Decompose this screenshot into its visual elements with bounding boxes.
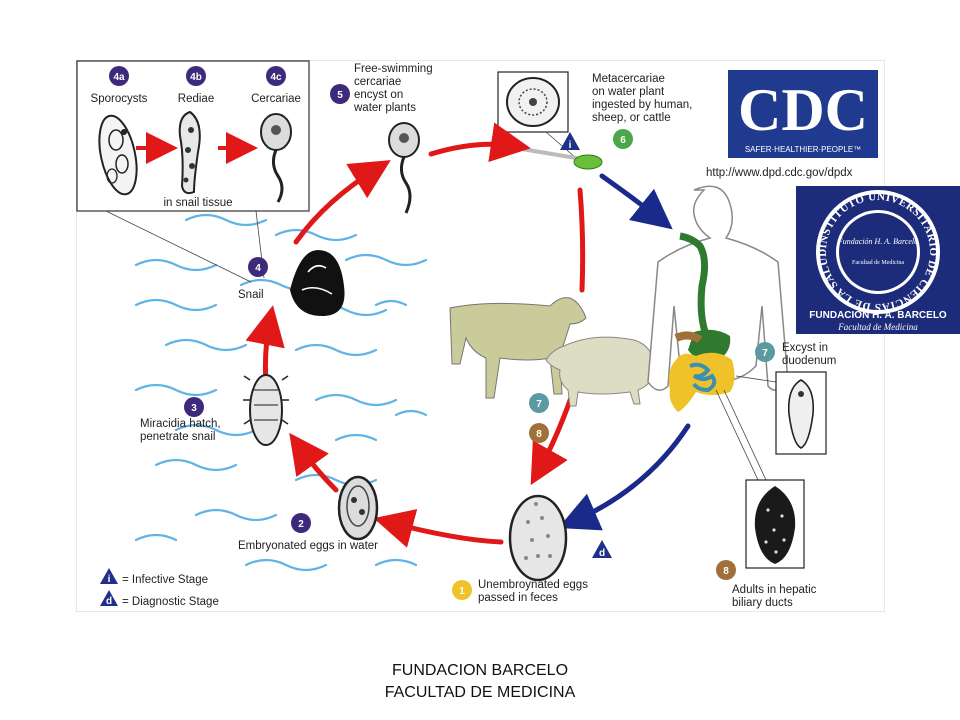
svg-text:CDC: CDC [738, 77, 868, 143]
legend: i = Infective Stage d = Diagnostic Stage [100, 568, 219, 608]
water-waves [134, 213, 428, 572]
badge-3: 3 [184, 397, 204, 417]
sporocyst-illustration [98, 114, 138, 196]
badge-4c: 4c [266, 66, 286, 86]
svg-text:4: 4 [255, 263, 261, 274]
footer-line-2: FACULTAD DE MEDICINA [384, 684, 576, 701]
diagnostic-badge: d [592, 540, 612, 559]
badge-8: 8 [716, 560, 736, 580]
svg-text:4b: 4b [190, 72, 202, 83]
svg-text:d: d [599, 548, 605, 559]
svg-text:7: 7 [536, 399, 542, 410]
label-sporocysts: Sporocysts [91, 93, 148, 105]
snail-illustration [290, 250, 345, 316]
infective-badge: i [560, 132, 580, 151]
stage-7-text: Excyst in duodenum [782, 342, 836, 367]
svg-text:8: 8 [723, 566, 729, 577]
svg-text:6: 6 [620, 135, 626, 146]
redia-illustration [178, 110, 201, 195]
embryonated-egg-illustration [337, 475, 379, 541]
svg-text:7: 7 [762, 348, 768, 359]
svg-text:4c: 4c [270, 72, 282, 83]
label-cercariae: Cercariae [251, 93, 301, 105]
svg-text:3: 3 [191, 403, 197, 414]
cercaria-illustration [260, 113, 292, 203]
svg-text:5: 5 [337, 90, 343, 101]
excysted-fluke-illustration [787, 379, 815, 449]
svg-text:= Infective Stage: = Infective Stage [122, 574, 208, 586]
sheep-illustration [545, 336, 655, 407]
svg-text:FUNDACION H. A. BARCELO: FUNDACION H. A. BARCELO [809, 310, 947, 321]
metacercaria-illustration [506, 77, 560, 127]
svg-text:Facultad de Medicina: Facultad de Medicina [852, 260, 904, 266]
svg-text:Facultad de Medicina: Facultad de Medicina [837, 322, 918, 332]
cycle-arrows-blue [558, 173, 691, 531]
badge-6: 6 [613, 129, 633, 149]
svg-text:= Diagnostic Stage: = Diagnostic Stage [122, 596, 219, 608]
footer: FUNDACION BARCELO FACULTAD DE MEDICINA [0, 660, 960, 704]
svg-text:SAFER·HEALTHIER·PEOPLE™: SAFER·HEALTHIER·PEOPLE™ [745, 145, 861, 154]
badge-4b: 4b [186, 66, 206, 86]
badge-4: 4 [248, 257, 268, 277]
label-rediae: Rediae [178, 93, 214, 105]
svg-text:8: 8 [536, 429, 542, 440]
badge-7-animals: 7 [529, 393, 549, 413]
svg-text:i: i [569, 140, 572, 151]
adult-fluke-illustration [754, 486, 796, 564]
label-embryonated-eggs: Embryonated eggs in water [238, 540, 378, 552]
badge-5: 5 [330, 84, 350, 104]
stage-6-text: Metacercariae on water plant ingested by… [592, 73, 696, 124]
svg-text:Fundación H. A. Barceló: Fundación H. A. Barceló [837, 237, 918, 246]
unembryonated-egg-illustration [508, 494, 568, 582]
fundacion-barcelo-logo: INSTITUTO UNIVERSITARIO DE CIENCIAS DE L… [796, 186, 960, 334]
cdc-url: http://www.dpd.cdc.gov/dpdx [706, 167, 853, 179]
stage-5-text: Free-swimming cercariae encyst on water … [353, 63, 436, 114]
inset-caption: in snail tissue [163, 197, 232, 209]
svg-text:4a: 4a [113, 72, 125, 83]
svg-text:d: d [106, 596, 112, 607]
badge-8-animals: 8 [529, 423, 549, 443]
human-body-illustration [647, 185, 789, 412]
badge-1: 1 [452, 580, 472, 600]
label-snail: Snail [238, 289, 264, 301]
badge-7: 7 [755, 342, 775, 362]
badge-4a: 4a [109, 66, 129, 86]
cdc-logo: CDC SAFER·HEALTHIER·PEOPLE™ [728, 70, 878, 158]
stage-1-text: Unembroynated eggs passed in feces [478, 579, 591, 604]
miracidium-illustration [243, 374, 289, 446]
stage-8-text: Adults in hepatic biliary ducts [732, 584, 820, 609]
free-cercaria-illustration [388, 122, 420, 214]
cattle-illustration [449, 297, 587, 399]
footer-line-1: FUNDACION BARCELO [391, 662, 569, 679]
badge-2: 2 [291, 513, 311, 533]
cycle-arrows-red [245, 122, 586, 548]
svg-text:2: 2 [298, 519, 304, 530]
stage-3-text: Miracidia hatch, penetrate snail [140, 418, 224, 443]
svg-text:1: 1 [459, 586, 465, 597]
svg-text:i: i [108, 574, 111, 585]
